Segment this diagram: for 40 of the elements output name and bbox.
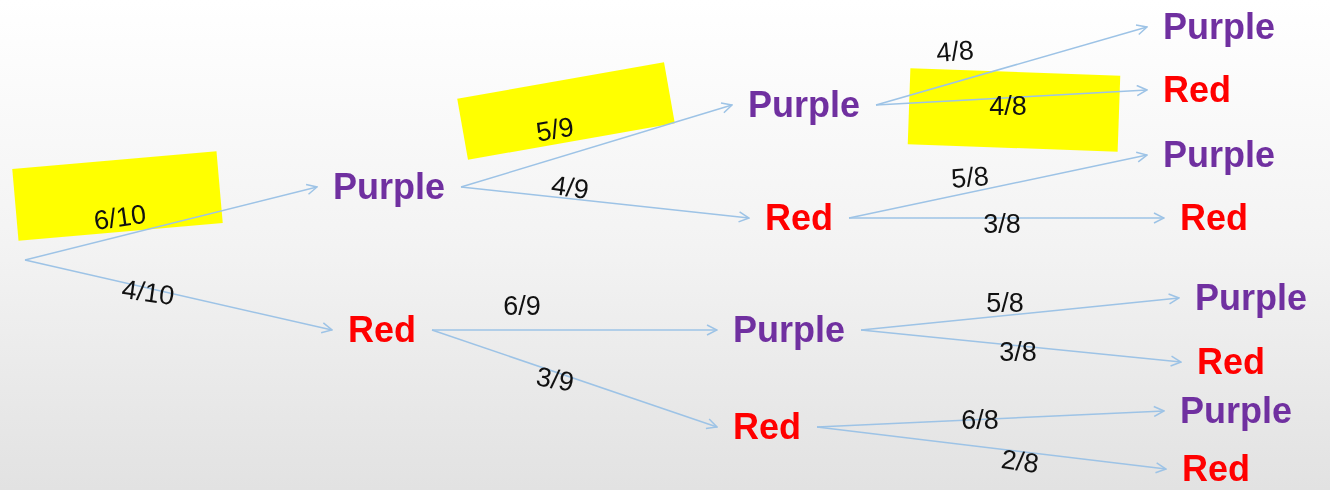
outcome-label: Purple xyxy=(1195,277,1308,318)
probability-label: 2/8 xyxy=(999,446,1041,478)
probability-label: 6/9 xyxy=(503,292,541,320)
probability-label: 4/9 xyxy=(549,172,591,204)
arrow xyxy=(460,186,750,223)
outcome-label: Red xyxy=(1197,341,1265,382)
probability-label: 4/8 xyxy=(989,92,1027,120)
probability-label: 3/8 xyxy=(983,210,1021,238)
probability-label: 6/8 xyxy=(961,406,999,434)
outcome-label: Red xyxy=(765,197,833,238)
arrow xyxy=(431,329,718,430)
outcome-label: Red xyxy=(733,406,801,447)
outcome-label: Purple xyxy=(733,309,846,350)
probability-label: 6/10 xyxy=(92,200,148,236)
arrow xyxy=(848,212,1165,224)
outcome-label: Purple xyxy=(1180,390,1293,431)
outcome-label: Red xyxy=(1180,197,1248,238)
outcome-label: Purple xyxy=(1163,6,1276,47)
probability-label: 5/8 xyxy=(986,289,1024,317)
outcome-label: Red xyxy=(348,309,416,350)
outcome-label: Purple xyxy=(748,84,861,125)
arrow xyxy=(460,102,733,188)
arrow xyxy=(875,24,1148,106)
arrow xyxy=(24,259,333,334)
arrow xyxy=(816,426,1167,474)
arrow xyxy=(816,405,1165,428)
probability-label: 4/10 xyxy=(120,275,176,311)
probability-label: 4/8 xyxy=(935,36,975,68)
arrow xyxy=(24,183,318,261)
probability-label: 3/9 xyxy=(534,363,576,397)
arrow xyxy=(431,324,718,336)
outcome-label: Purple xyxy=(333,166,446,207)
arrow xyxy=(860,329,1182,367)
probability-label: 5/8 xyxy=(950,162,990,194)
probability-label: 5/9 xyxy=(534,113,576,147)
probability-label: 3/8 xyxy=(999,338,1037,366)
outcome-label: Purple xyxy=(1163,134,1276,175)
outcome-label: Red xyxy=(1182,448,1250,489)
outcome-label: Red xyxy=(1163,69,1231,110)
arrow xyxy=(875,84,1148,106)
